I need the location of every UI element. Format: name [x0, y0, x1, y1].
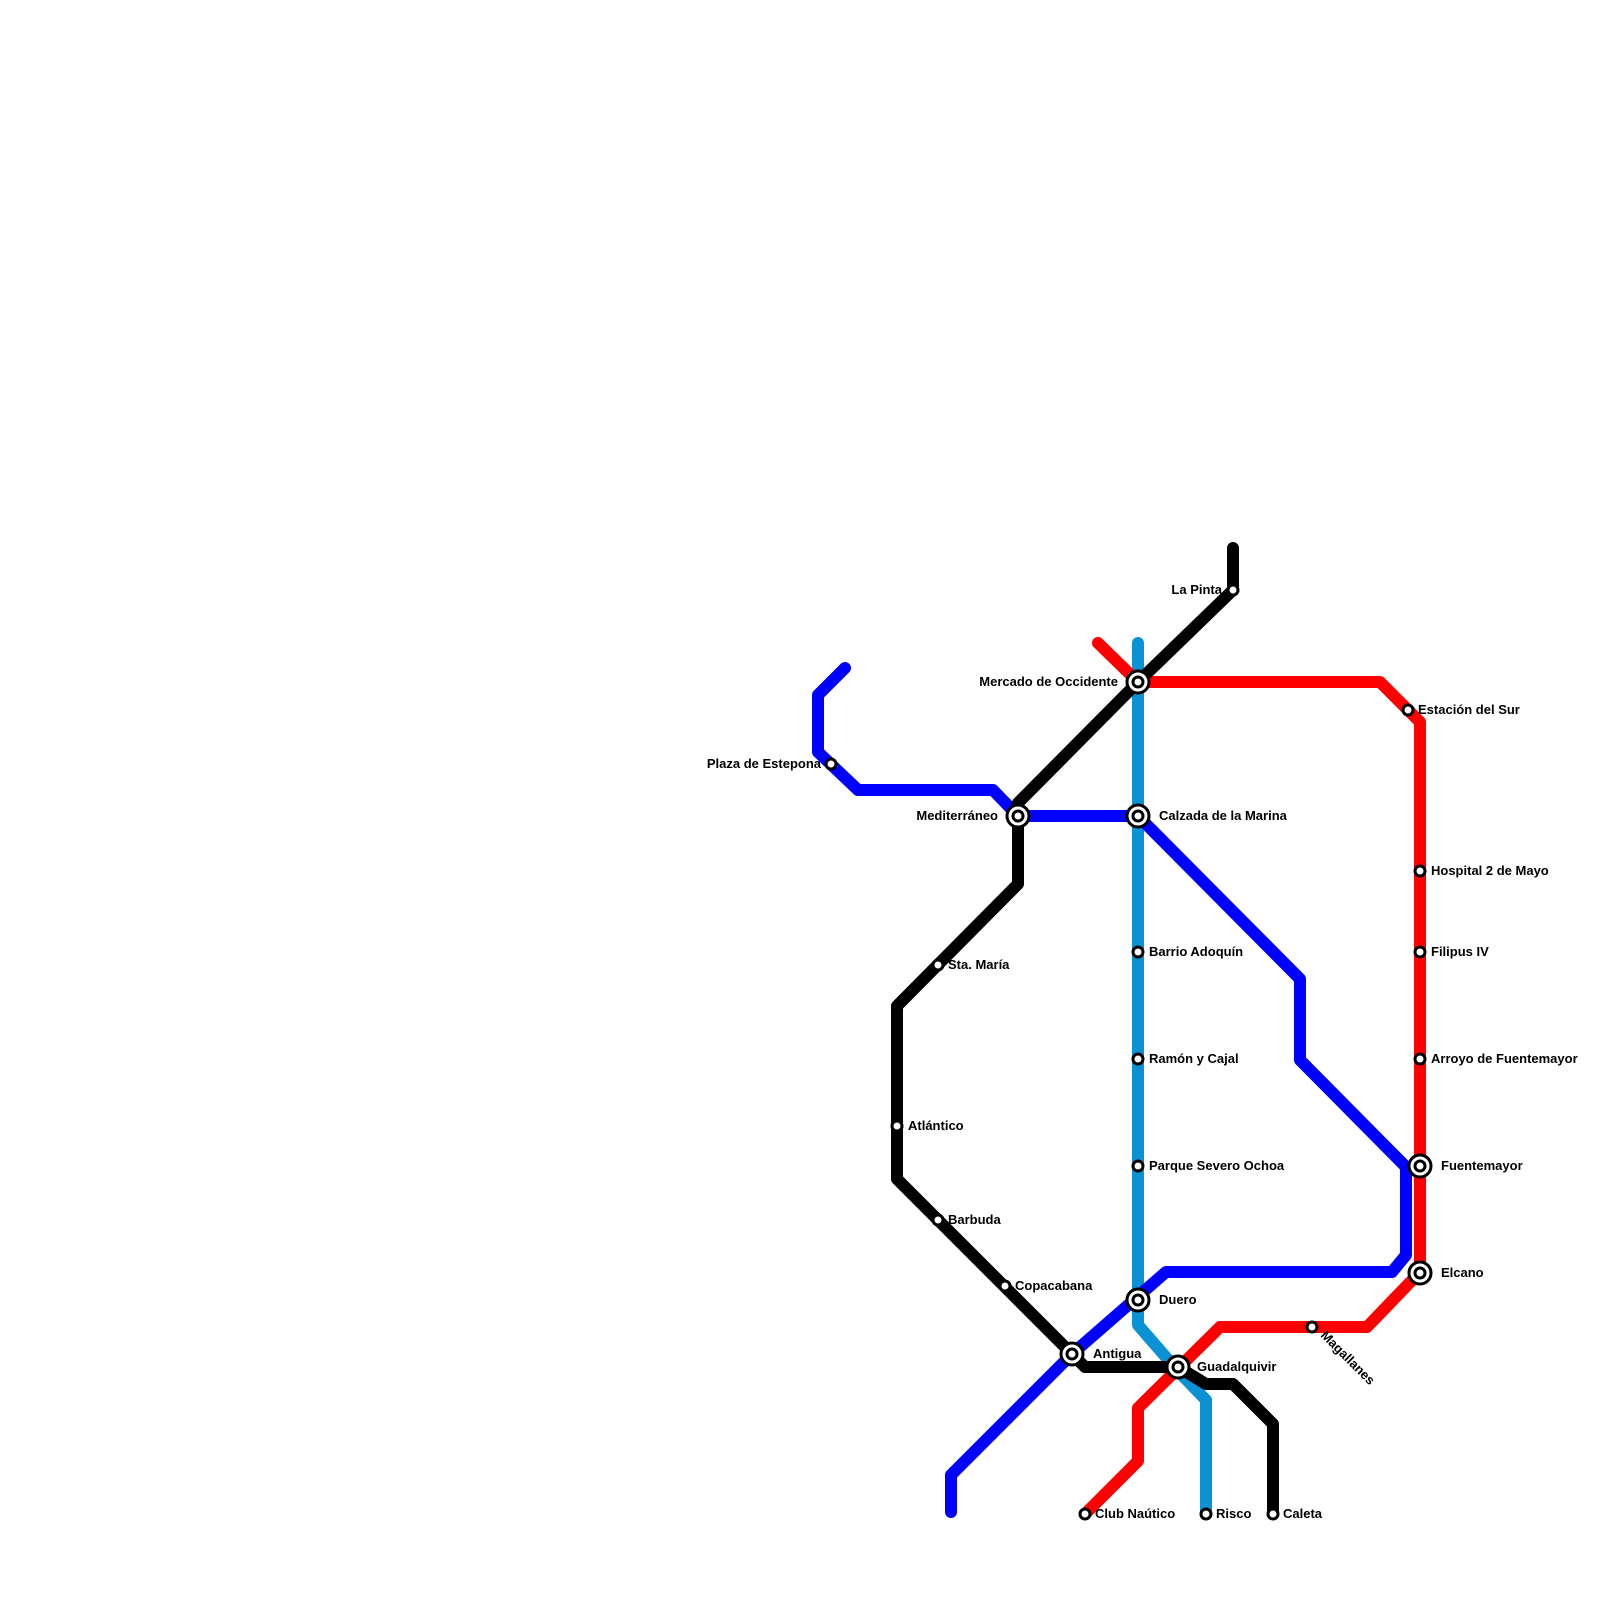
station-label-barrio-adoquin: Barrio Adoquín	[1149, 944, 1243, 959]
station-label-mercado-de-occidente: Mercado de Occidente	[979, 674, 1118, 689]
station-label-calzada-de-la-marina: Calzada de la Marina	[1159, 808, 1288, 823]
station-label-club-nautico: Club Naútico	[1095, 1506, 1175, 1521]
interchange-marker-guadalquivir[interactable]	[1165, 1354, 1191, 1380]
station-marker-caleta[interactable]	[1266, 1507, 1280, 1521]
station-marker-atlantico[interactable]	[890, 1119, 904, 1133]
station-marker-parque-severo-ochoa[interactable]	[1131, 1159, 1145, 1173]
station-label-hospital-2-de-mayo: Hospital 2 de Mayo	[1431, 863, 1549, 878]
station-label-sta-maria: Sta. María	[948, 957, 1010, 972]
station-label-ramon-y-cajal: Ramón y Cajal	[1149, 1051, 1239, 1066]
station-marker-barrio-adoquin[interactable]	[1131, 945, 1145, 959]
station-marker-arroyo-de-fuentemayor[interactable]	[1413, 1052, 1427, 1066]
station-marker-barbuda[interactable]	[931, 1213, 945, 1227]
station-label-duero: Duero	[1159, 1292, 1197, 1307]
station-label-antigua: Antigua	[1093, 1346, 1142, 1361]
station-label-caleta: Caleta	[1283, 1506, 1323, 1521]
station-label-fuentemayor: Fuentemayor	[1441, 1158, 1523, 1173]
station-marker-sta-maria[interactable]	[931, 958, 945, 972]
station-label-filipus-iv: Filipus IV	[1431, 944, 1489, 959]
station-marker-la-pinta[interactable]	[1226, 583, 1240, 597]
station-marker-filipus-iv[interactable]	[1413, 945, 1427, 959]
station-label-arroyo-de-fuentemayor: Arroyo de Fuentemayor	[1431, 1051, 1578, 1066]
station-label-risco: Risco	[1216, 1506, 1251, 1521]
regular-stations	[824, 583, 1427, 1521]
station-label-la-pinta: La Pinta	[1171, 582, 1222, 597]
black-line	[891, 542, 1279, 1519]
station-marker-copacabana[interactable]	[998, 1279, 1012, 1293]
interchange-marker-duero[interactable]	[1125, 1287, 1151, 1313]
station-label-magallanes: Magallanes	[1318, 1328, 1378, 1388]
interchange-marker-elcano[interactable]	[1407, 1260, 1433, 1286]
station-marker-hospital-2-de-mayo[interactable]	[1413, 864, 1427, 878]
station-label-parque-severo-ochoa: Parque Severo Ochoa	[1149, 1158, 1285, 1173]
station-label-mediterraneo: Mediterráneo	[916, 808, 998, 823]
interchange-marker-antigua[interactable]	[1059, 1341, 1085, 1367]
station-marker-estacion-del-sur[interactable]	[1401, 703, 1415, 717]
blue-line	[812, 662, 1412, 1518]
station-label-guadalquivir: Guadalquivir	[1197, 1359, 1276, 1374]
station-label-plaza-de-estepona: Plaza de Estepona	[707, 756, 822, 771]
station-marker-club-nautico[interactable]	[1078, 1507, 1092, 1521]
station-marker-risco[interactable]	[1199, 1507, 1213, 1521]
interchange-marker-fuentemayor[interactable]	[1407, 1153, 1433, 1179]
station-label-elcano: Elcano	[1441, 1265, 1484, 1280]
station-label-estacion-del-sur: Estación del Sur	[1418, 702, 1520, 717]
station-marker-ramon-y-cajal[interactable]	[1131, 1052, 1145, 1066]
station-label-barbuda: Barbuda	[948, 1212, 1002, 1227]
interchange-marker-calzada-de-la-marina[interactable]	[1125, 803, 1151, 829]
station-marker-magallanes[interactable]	[1305, 1320, 1319, 1334]
station-label-atlantico: Atlántico	[908, 1118, 964, 1133]
interchange-stations	[1005, 669, 1433, 1380]
station-marker-plaza-de-estepona[interactable]	[824, 757, 838, 771]
interchange-marker-mercado-de-occidente[interactable]	[1125, 669, 1151, 695]
interchange-marker-mediterraneo[interactable]	[1005, 803, 1031, 829]
station-label-copacabana: Copacabana	[1015, 1278, 1093, 1293]
